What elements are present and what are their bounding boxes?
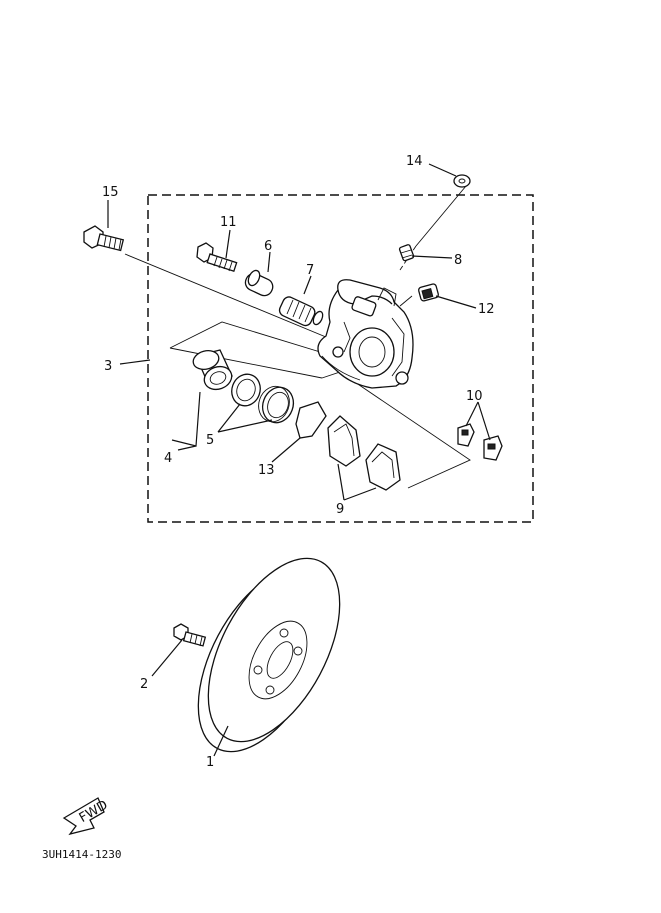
alignment-lines — [124, 185, 471, 489]
part-1-brake-disc — [197, 557, 341, 753]
callout-3: 3 — [104, 359, 112, 374]
callout-10: 10 — [466, 389, 483, 404]
diagram-code: 3UH1414-1230 — [42, 848, 121, 861]
part-2-disc-bolt — [173, 623, 207, 647]
part-14-cap — [453, 174, 471, 188]
callout-1: 1 — [206, 755, 214, 770]
part-5-seals — [231, 373, 295, 424]
callout-6: 6 — [264, 239, 272, 254]
part-12-plug — [418, 283, 439, 302]
part-8-bleed-screw — [398, 244, 415, 262]
callout-11: 11 — [220, 215, 237, 230]
callout-9: 9 — [336, 502, 344, 517]
callout-leaders — [107, 163, 491, 757]
callout-14: 14 — [406, 154, 423, 169]
callout-13: 13 — [258, 463, 275, 478]
callout-15: 15 — [102, 185, 119, 200]
part-7-boot — [278, 296, 324, 327]
part-4-piston — [192, 349, 233, 391]
callout-labels: 1 2 3 4 5 6 7 8 9 10 11 12 13 14 15 — [102, 154, 495, 770]
part-10-pad-clips — [457, 423, 503, 461]
fwd-arrow-icon: FWD — [62, 797, 111, 836]
part-15-bolt — [83, 225, 125, 252]
part-13-clip — [295, 401, 327, 439]
callout-5: 5 — [206, 433, 214, 448]
caliper-body — [317, 279, 414, 389]
callout-8: 8 — [454, 253, 462, 268]
callout-4: 4 — [164, 451, 172, 466]
callout-7: 7 — [306, 263, 314, 278]
callout-12: 12 — [478, 302, 495, 317]
part-6-sleeve — [244, 269, 274, 297]
part-9-pads — [327, 415, 401, 491]
caliper-assembly-box — [147, 194, 534, 523]
part-11-bolt — [196, 242, 238, 273]
callout-2: 2 — [140, 677, 148, 692]
